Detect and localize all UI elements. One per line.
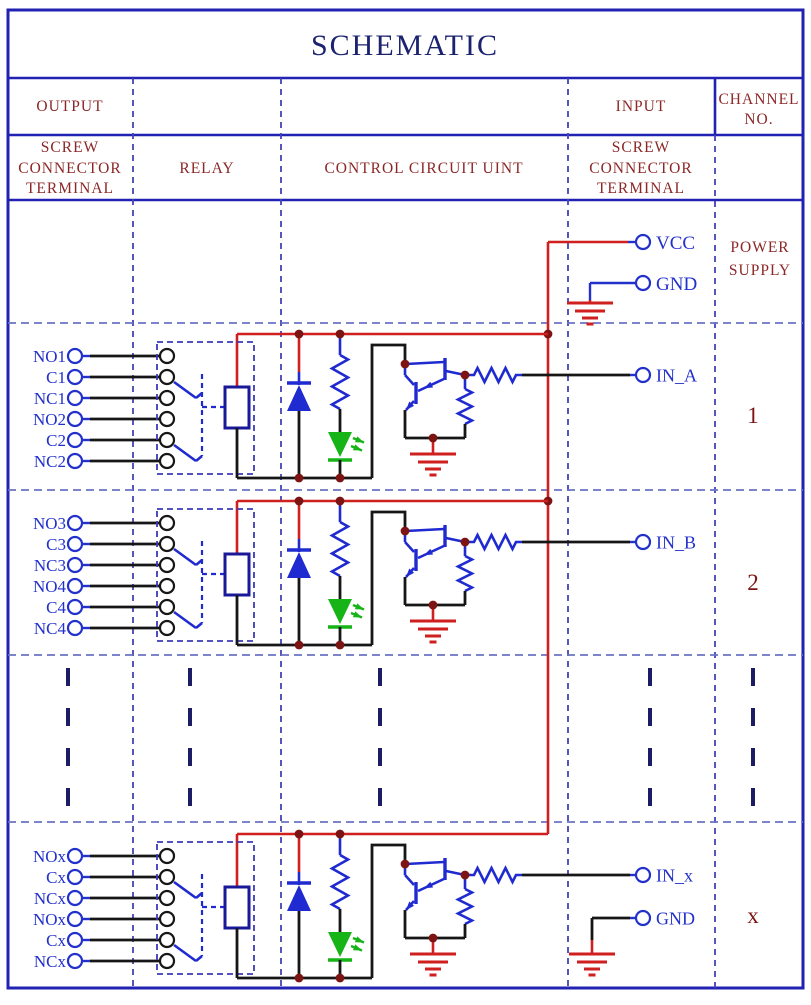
power-supply-label-1: POWER xyxy=(730,239,789,256)
terminal-label: C3 xyxy=(46,535,66,554)
header-screw-out-2: CONNECTOR xyxy=(18,160,121,177)
terminal-label: NO1 xyxy=(33,347,66,366)
vcc-terminal-circle xyxy=(634,233,652,251)
channel-1-circuit xyxy=(68,330,650,483)
header-screw-in-2: CONNECTOR xyxy=(589,160,692,177)
power-supply-section: VCC GND POWER SUPPLY xyxy=(548,233,791,326)
header-channel-line2: NO. xyxy=(744,111,773,128)
terminal-label: NO2 xyxy=(33,410,66,429)
input-label: IN_B xyxy=(656,533,696,553)
terminal-label: NCx xyxy=(34,889,67,908)
terminal-label: NC3 xyxy=(34,556,66,575)
terminal-label: NC2 xyxy=(34,452,66,471)
gnd-x-terminal-circle xyxy=(634,909,652,927)
terminal-label: Cx xyxy=(46,868,66,887)
channel-x-circuit xyxy=(68,830,650,983)
column-headers: OUTPUT INPUT CHANNEL NO. SCREW CONNECTOR… xyxy=(18,91,799,197)
channel-number: 1 xyxy=(747,403,759,428)
continuation-dashes xyxy=(66,668,755,816)
terminal-label: NOx xyxy=(33,847,67,866)
terminal-label: NOx xyxy=(33,910,67,929)
channel-x-labels: NOx Cx NCx NOx Cx NCx IN_x x xyxy=(33,847,759,971)
header-input: INPUT xyxy=(616,98,667,115)
vcc-label: VCC xyxy=(656,233,695,254)
table-frame xyxy=(6,8,805,990)
channel-1-labels: NO1 C1 NC1 NO2 C2 NC2 IN_A 1 xyxy=(33,347,759,471)
channel-number: x xyxy=(747,903,759,928)
header-screw-in-3: TERMINAL xyxy=(597,180,685,197)
header-screw-in-1: SCREW xyxy=(612,139,670,156)
terminal-label: NC4 xyxy=(34,619,67,638)
page-title: SCHEMATIC xyxy=(311,29,499,62)
power-supply-label-2: SUPPLY xyxy=(729,262,791,279)
channel-2-circuit xyxy=(68,497,650,650)
channel-2-labels: NO3 C3 NC3 NO4 C4 NC4 IN_B 2 xyxy=(33,514,759,638)
terminal-label: C4 xyxy=(46,598,66,617)
terminal-label: NO4 xyxy=(33,577,67,596)
terminal-label: NC1 xyxy=(34,389,66,408)
header-output: OUTPUT xyxy=(36,98,103,115)
vcc-rail xyxy=(543,242,553,834)
gnd-label: GND xyxy=(656,274,697,295)
header-channel-line1: CHANNEL xyxy=(718,91,799,108)
channel-number: 2 xyxy=(747,570,759,595)
terminal-label: C1 xyxy=(46,368,66,387)
header-screw-out-1: SCREW xyxy=(41,139,99,156)
header-relay: RELAY xyxy=(179,160,234,177)
input-label: IN_x xyxy=(656,866,693,886)
terminal-label: NCx xyxy=(34,952,67,971)
gnd-terminal-circle xyxy=(634,274,652,292)
gnd-x-label: GND xyxy=(656,909,695,929)
channel-x-gnd: GND xyxy=(567,909,695,977)
terminal-label: NO3 xyxy=(33,514,66,533)
header-control: CONTROL CIRCUIT UINT xyxy=(324,160,523,177)
terminal-label: C2 xyxy=(46,431,66,450)
terminal-label: Cx xyxy=(46,931,66,950)
header-screw-out-3: TERMINAL xyxy=(26,180,114,197)
input-label: IN_A xyxy=(656,366,697,386)
